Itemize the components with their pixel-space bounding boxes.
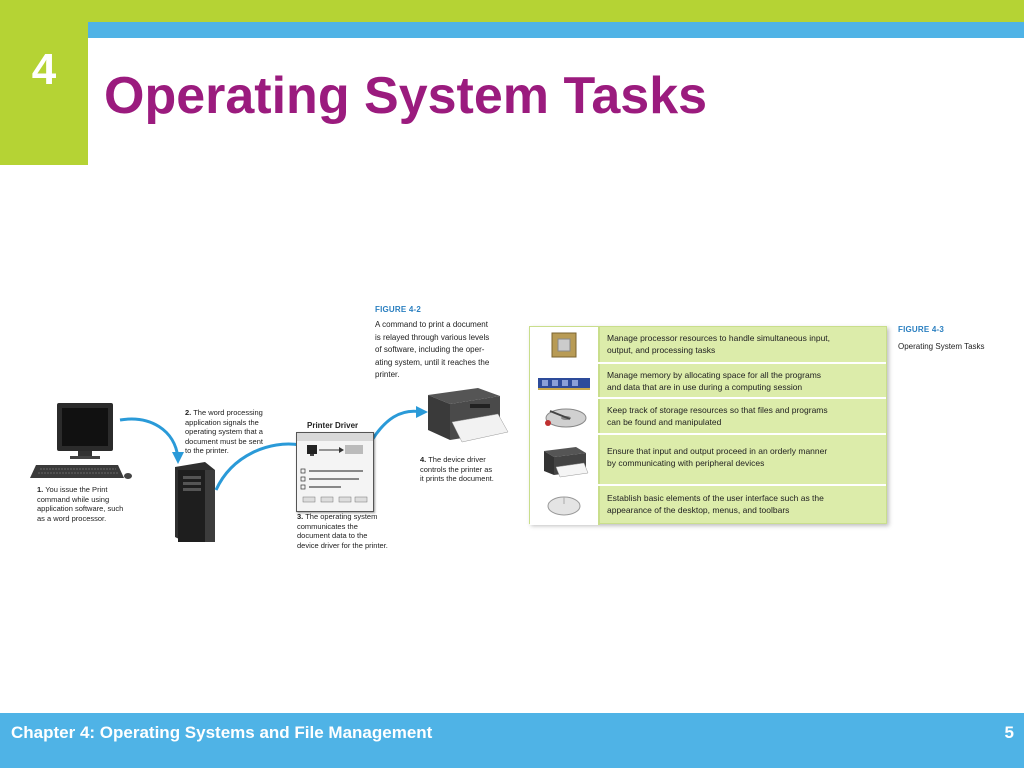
table-row-line: output, and processing tasks [607,345,716,355]
processor-chip-icon [530,327,600,362]
step-line: as a word processor. [37,513,107,523]
keyboard-icon [30,465,132,479]
table-row: Manage memory by allocating space for al… [530,362,886,399]
page-number: 5 [1004,723,1014,742]
computer-tower-icon [175,462,215,542]
figure-4-2-label: FIGURE 4-2 [375,305,422,314]
figure-4-3-label: FIGURE 4-3 [898,325,945,334]
monitor-icon [57,403,113,459]
footer-bar [0,713,1024,768]
step-line: device driver for the printer. [297,540,388,550]
step-line: document must be sent [185,436,263,446]
step-line: The operating system [305,512,378,521]
memory-module-icon [530,364,600,399]
step-line: communicates the [297,521,358,531]
caption-line: of software, including the oper- [375,345,485,354]
table-row-line: Manage memory by allocating space for al… [607,370,822,380]
table-row: Ensure that input and output proceed in … [530,433,886,486]
hard-disk-icon [530,399,600,435]
slide-title: Operating System Tasks [104,67,708,125]
top-blue-bar [88,22,1024,38]
table-row: Manage processor resources to handle sim… [530,327,886,362]
table-row-line: appearance of the desktop, menus, and to… [607,505,790,515]
chapter-number: 4 [31,45,57,94]
step-line: The device driver [428,455,486,464]
caption-line: printer. [375,370,400,379]
step-line: application software, such [37,504,124,513]
table-row-line: Keep track of storage resources so that … [607,405,828,415]
table-row-text: Manage processor resources to handle sim… [607,332,879,356]
footer-chapter-title: Chapter 4: Operating Systems and File Ma… [11,723,433,742]
table-row: Establish basic elements of the user int… [530,484,886,525]
printer-icon [428,388,509,443]
step-line: to the printer. [185,446,229,455]
printer-icon [530,435,600,486]
step-1: 1. You issue the Print command while usi… [37,485,147,523]
top-green-bar [0,0,1024,22]
mouse-icon [530,486,600,525]
step-number: 2. [185,408,192,417]
table-row-line: Establish basic elements of the user int… [607,493,824,503]
table-row-text: Manage memory by allocating space for al… [607,369,879,393]
step-number: 3. [297,512,304,521]
caption-line: A command to print a document [375,320,488,329]
step-4: 4. The device driver controls the printe… [420,455,520,484]
os-tasks-table: Manage processor resources to handle sim… [529,326,887,525]
step-line: You issue the Print [45,485,108,494]
caption-line: is relayed through various levels [375,332,490,342]
figure-4-3-caption: Operating System Tasks [898,342,985,351]
step-2: 2. The word processing application signa… [185,408,285,456]
step-line: it prints the document. [420,474,494,483]
table-row-text: Keep track of storage resources so that … [607,404,879,428]
step-number: 1. [37,485,44,494]
table-row-line: can be found and manipulated [607,417,722,427]
table-row-line: Manage processor resources to handle sim… [607,333,831,343]
chapter-box [0,22,88,165]
step-line: command while using [37,494,110,504]
table-row-line: Ensure that input and output proceed in … [607,446,828,456]
table-row-line: and data that are in use during a comput… [607,382,803,392]
step-line: controls the printer as [420,464,493,474]
step-line: application signals the [185,417,259,427]
table-row: Keep track of storage resources so that … [530,397,886,435]
step-number: 4. [420,455,427,464]
table-row-text: Ensure that input and output proceed in … [607,445,879,469]
table-row-text: Establish basic elements of the user int… [607,492,879,516]
caption-line: ating system, until it reaches the [375,357,490,367]
printer-driver-dialog [296,432,374,512]
figure-4-2-caption: A command to print a document is relayed… [375,319,520,382]
printer-driver-title: Printer Driver [307,421,359,430]
step-line: The word processing [193,408,263,417]
step-line: document data to the [297,531,368,540]
table-row-line: by communicating with peripheral devices [607,458,765,468]
step-3: 3. The operating system communicates the… [297,512,412,550]
printer-driver-dialog-graphic [297,433,373,503]
step-line: operating system that a [185,427,263,436]
